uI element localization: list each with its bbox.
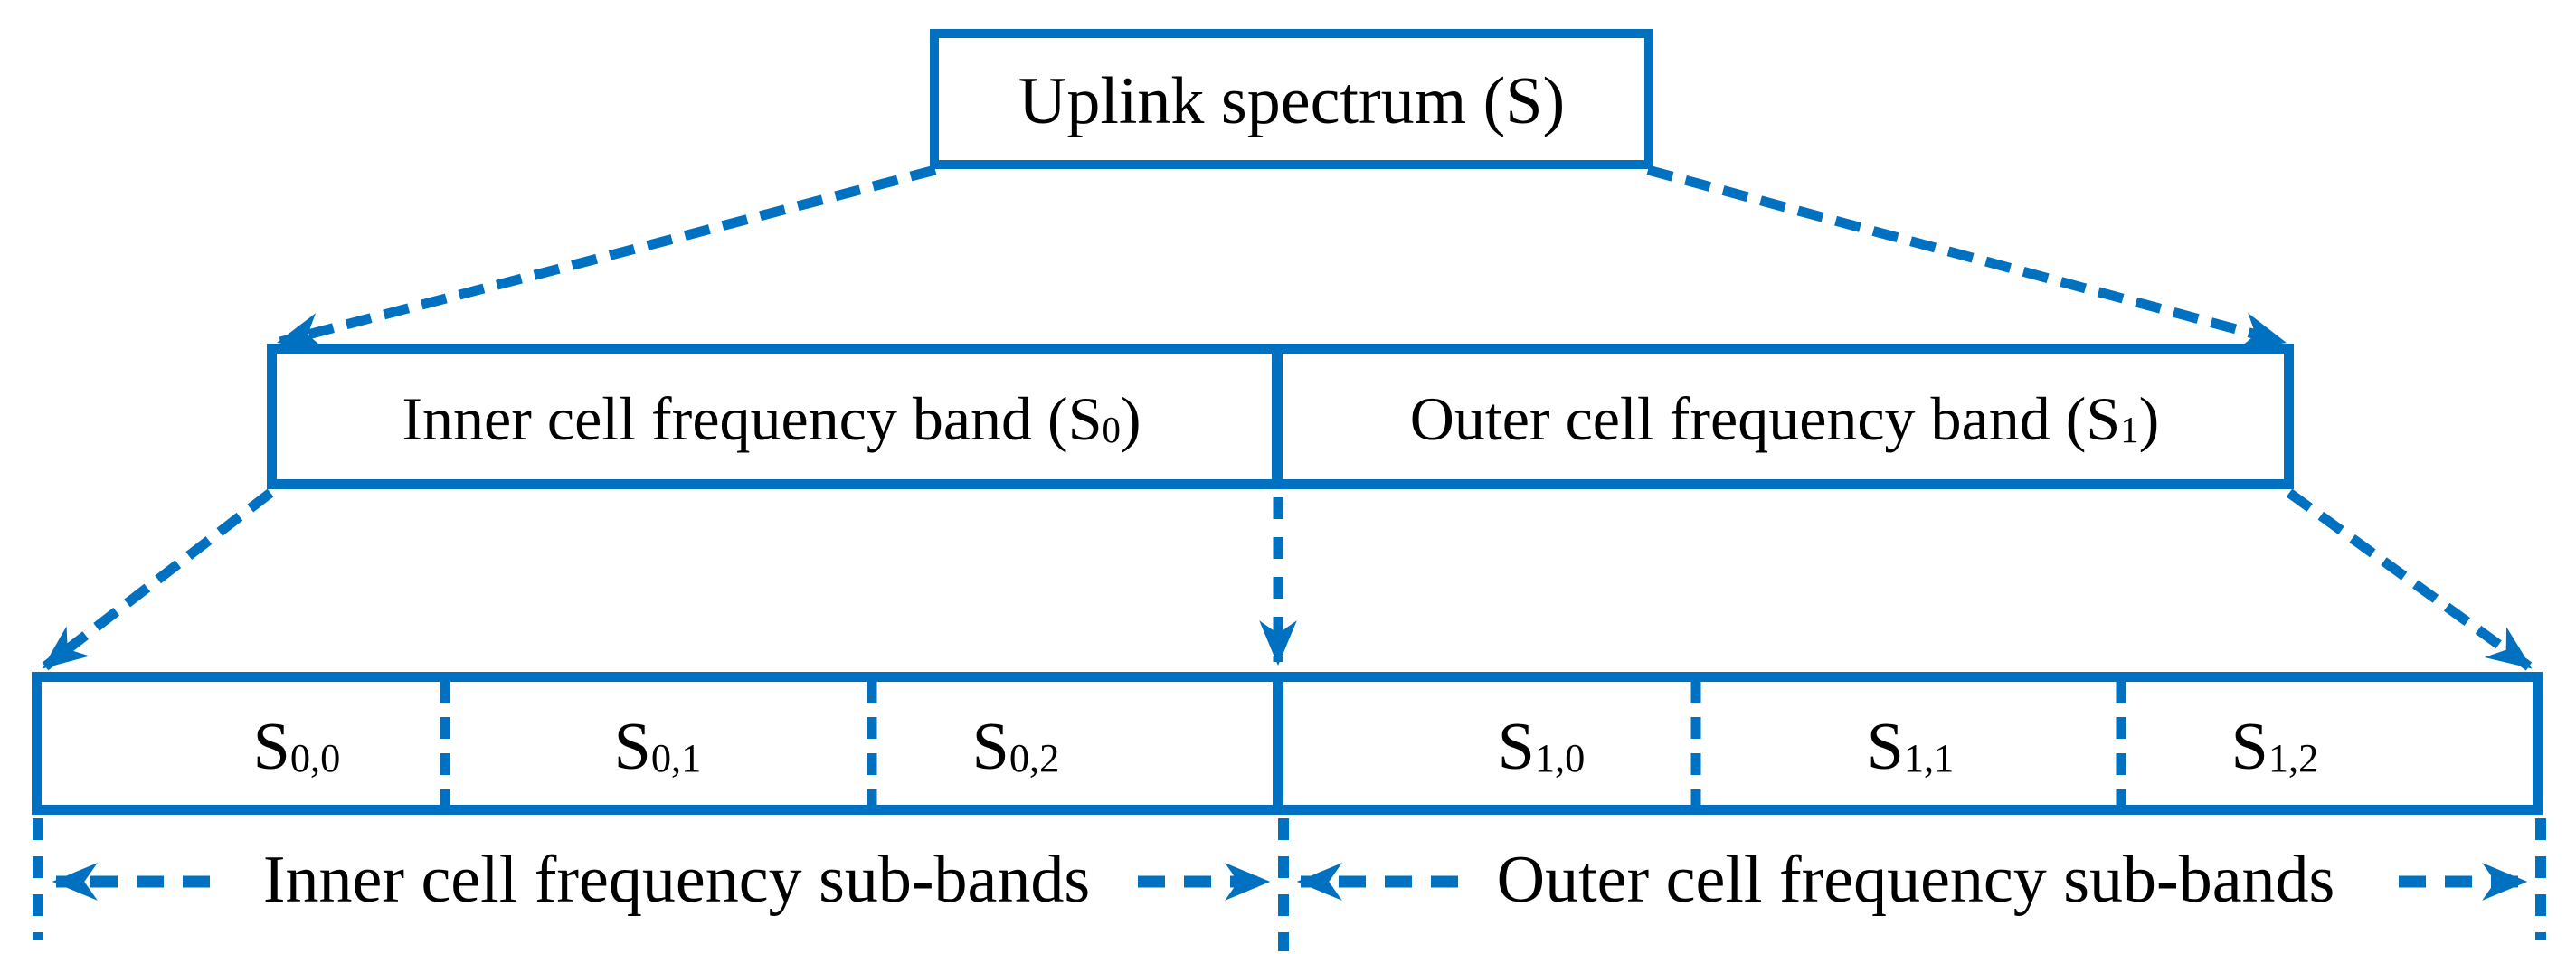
sub-band-label-s12: S1,2 xyxy=(2231,713,2319,780)
uplink-spectrum-label: Uplink spectrum (S) xyxy=(1018,64,1566,138)
outer-band-label-subscript: 1 xyxy=(2120,409,2139,450)
inner-subbands-caption: Inner cell frequency sub-bands xyxy=(262,843,1091,917)
sub-band-s10-base: S xyxy=(1497,710,1535,784)
sub-band-row-box xyxy=(32,672,2543,815)
inner-band-label-suffix: ) xyxy=(1120,384,1141,453)
sub-band-label-s00: S0,0 xyxy=(253,713,341,780)
sub-band-label-s10: S1,0 xyxy=(1498,713,1586,780)
arrow-outer-band-to-subbands-right xyxy=(2286,488,2533,671)
sub-band-label-s01: S0,1 xyxy=(614,713,702,780)
sub-band-s00-base: S xyxy=(252,710,290,784)
sub-band-s12-base: S xyxy=(2230,710,2268,784)
inner-band-label-subscript: 0 xyxy=(1102,409,1121,450)
sub-band-s11-subscript: 1,1 xyxy=(1903,735,1955,781)
sub-band-s02-subscript: 0,2 xyxy=(1009,735,1060,781)
arrow-uplink-to-outer-band xyxy=(1646,165,2287,350)
sub-band-s01-subscript: 0,1 xyxy=(650,735,702,781)
outer-band-label-suffix: ) xyxy=(2138,384,2160,453)
sub-band-s00-subscript: 0,0 xyxy=(289,735,341,781)
outer-band-label-text: Outer cell frequency band (S xyxy=(1409,384,2121,453)
outer-subbands-caption: Outer cell frequency sub-bands xyxy=(1496,843,2335,917)
sub-band-label-s02: S0,2 xyxy=(972,713,1060,780)
outer-band-label: Outer cell frequency band (S1) xyxy=(1410,388,2160,449)
sub-band-s01-base: S xyxy=(613,710,651,784)
inner-band-label: Inner cell frequency band (S0) xyxy=(402,388,1141,449)
sub-band-label-s11: S1,1 xyxy=(1867,713,1955,780)
uplink-spectrum-box xyxy=(930,29,1653,169)
arrow-inner-band-to-subbands-left xyxy=(42,488,274,671)
arrow-uplink-to-inner-band xyxy=(276,165,937,350)
sub-band-s12-subscript: 1,2 xyxy=(2268,735,2319,781)
sub-band-s02-base: S xyxy=(971,710,1009,784)
sub-band-s10-subscript: 1,0 xyxy=(1534,735,1586,781)
sub-band-s11-base: S xyxy=(1866,710,1904,784)
inner-band-label-text: Inner cell frequency band (S xyxy=(402,384,1103,453)
